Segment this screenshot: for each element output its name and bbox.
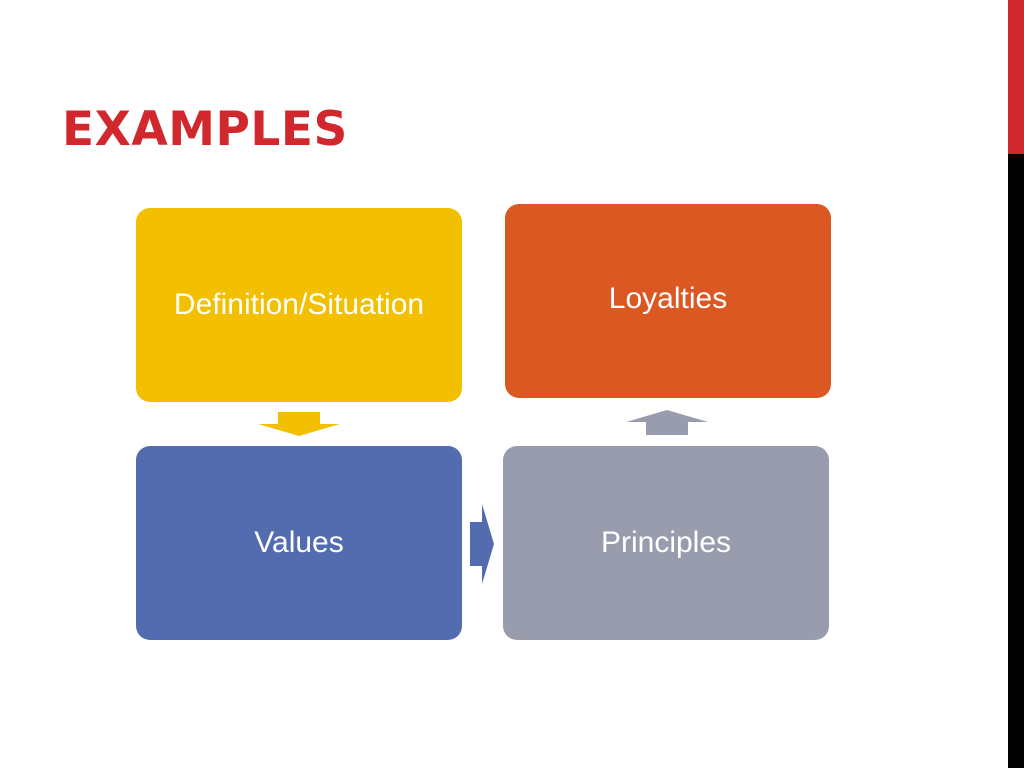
side-accent-bar [1008, 0, 1024, 154]
values-label: Values [254, 526, 344, 559]
arrow-up-icon [626, 410, 708, 435]
principles-label: Principles [600, 526, 732, 559]
loyalties-label: Loyalties [608, 282, 728, 315]
definition-situation-box: Definition/Situation [136, 208, 462, 402]
arrow-down-icon [258, 412, 340, 436]
arrow-right-icon [470, 504, 494, 584]
definition-situation-label: Definition/Situation [173, 288, 425, 321]
slide-title: EXAMPLES [62, 102, 348, 157]
principles-box: Principles [503, 446, 829, 640]
loyalties-box: Loyalties [505, 204, 831, 398]
side-dark-bar [1008, 154, 1024, 768]
values-box: Values [136, 446, 462, 640]
